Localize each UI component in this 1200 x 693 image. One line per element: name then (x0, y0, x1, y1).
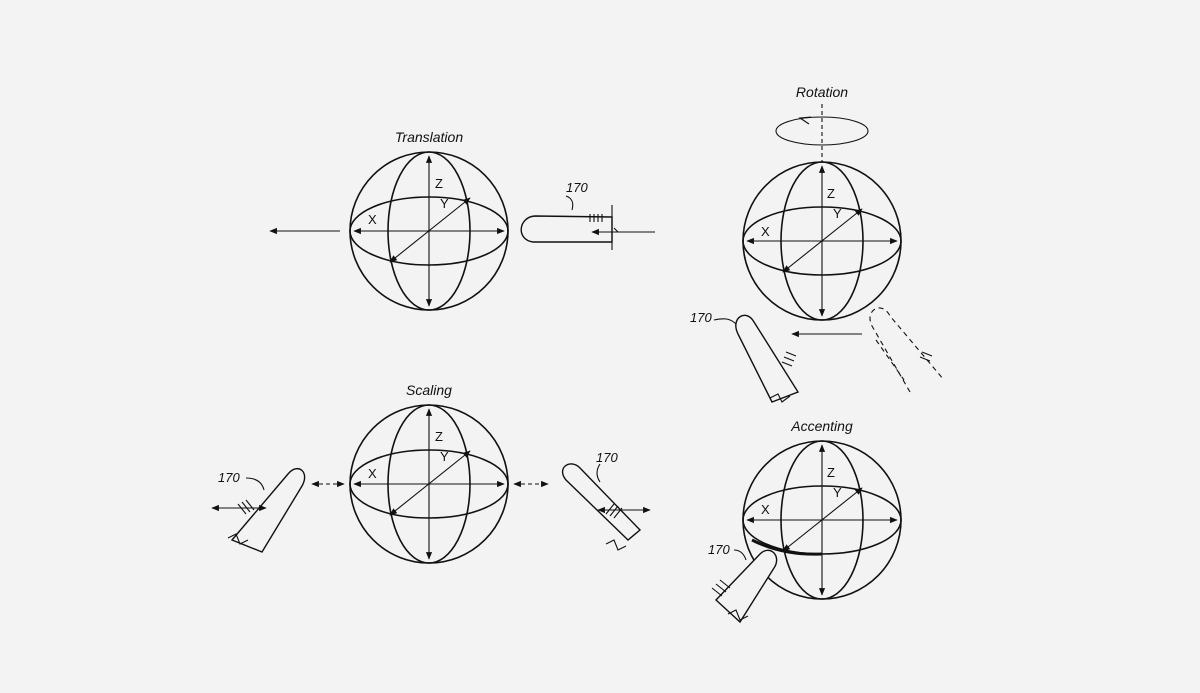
scaling-y-label: Y (440, 449, 449, 464)
accenting-x-label: X (761, 502, 770, 517)
accenting-panel: Accenting Z Y X 170 (708, 418, 902, 624)
accenting-title: Accenting (790, 418, 853, 434)
accenting-y-label: Y (833, 485, 842, 500)
rotation-z-label: Z (827, 186, 835, 201)
scaling-x-label: X (368, 466, 377, 481)
translation-ref-170: 170 (566, 180, 588, 195)
rotation-title: Rotation (796, 84, 848, 100)
rotation-sphere (742, 161, 902, 321)
translation-x-label: X (368, 212, 377, 227)
accenting-ref-170: 170 (708, 542, 730, 557)
scaling-panel: Scaling Z Y X 170 170 (211, 382, 651, 564)
translation-title: Translation (395, 129, 463, 145)
rotation-arrow (775, 104, 869, 162)
accenting-sphere (742, 440, 902, 600)
scaling-title: Scaling (406, 382, 452, 398)
translation-z-label: Z (435, 176, 443, 191)
scaling-left-ref-170: 170 (218, 470, 240, 485)
rotation-y-label: Y (833, 206, 842, 221)
rotation-ref-170: 170 (690, 310, 712, 325)
rotation-finger (735, 314, 800, 403)
translation-sphere (349, 151, 509, 311)
scaling-z-label: Z (435, 429, 443, 444)
accented-edge (751, 538, 823, 556)
translation-panel: Translation Z Y X 170 (269, 129, 655, 311)
translation-y-label: Y (440, 196, 449, 211)
scaling-left-finger (211, 468, 306, 553)
translation-finger (520, 205, 620, 250)
scaling-right-finger (561, 463, 651, 551)
scaling-right-ref-170: 170 (596, 450, 618, 465)
rotation-panel: Rotation Z Y X 170 (690, 84, 945, 403)
accenting-z-label: Z (827, 465, 835, 480)
rotation-ghost-finger (869, 307, 945, 393)
rotation-x-label: X (761, 224, 770, 239)
accenting-finger (711, 549, 778, 624)
scaling-sphere (349, 404, 509, 564)
